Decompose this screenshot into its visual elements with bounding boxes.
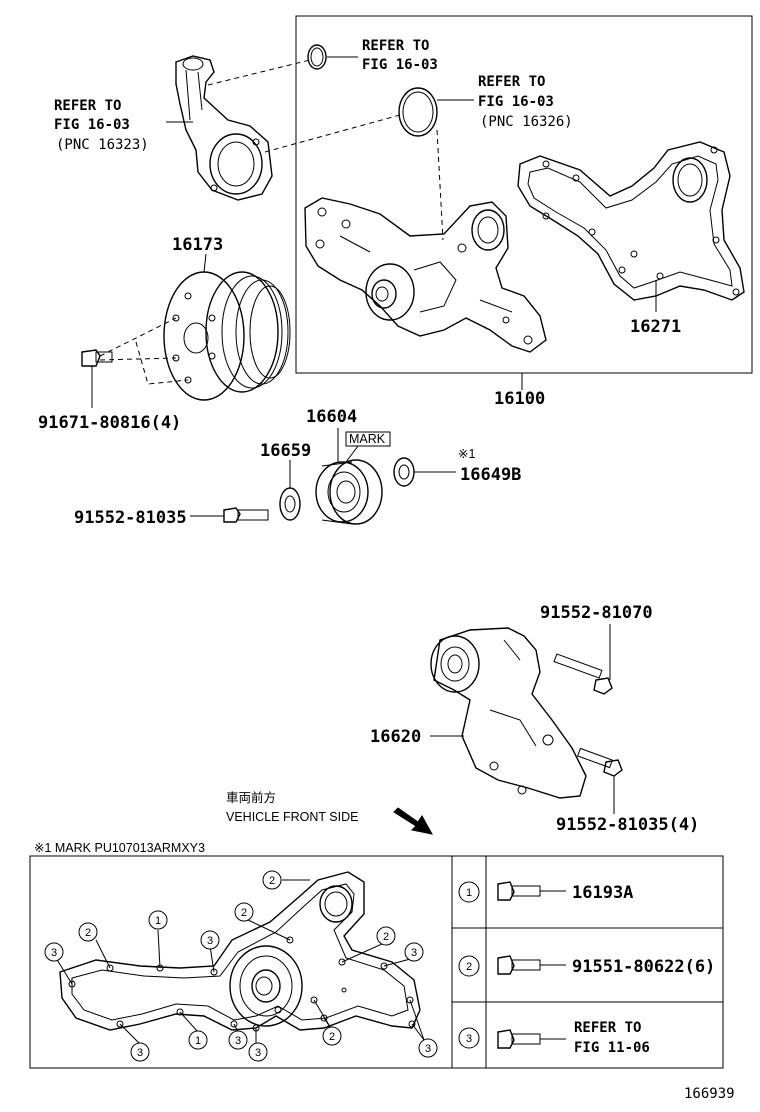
callout-3: 3 (248, 1042, 268, 1062)
vehicle-front-en: VEHICLE FRONT SIDE (226, 810, 358, 824)
svg-text:2: 2 (85, 927, 91, 939)
o-ring-large (398, 87, 438, 137)
svg-text:3: 3 (411, 947, 417, 959)
svg-text:2: 2 (241, 907, 247, 919)
callout-2: 2 (78, 922, 98, 942)
svg-text:3: 3 (137, 1047, 143, 1059)
pulley-bolt-label: 91671-80816(4) (38, 413, 181, 433)
vehicle-front-jp: 車両前方 (226, 790, 276, 805)
refer-left-line1: REFER TO (54, 98, 121, 114)
legend-2-part: 91551-80622(6) (572, 957, 715, 977)
cover-plate (279, 487, 301, 521)
svg-text:3: 3 (255, 1047, 261, 1059)
svg-text:1: 1 (155, 915, 161, 927)
legend-num-3: 3 (458, 1027, 480, 1049)
tensioner-bolt-bottom (577, 747, 623, 777)
water-inlet-housing (175, 55, 273, 201)
callout-layer: 2 2 1 3 2 3 2 3 1 3 3 2 3 3 (44, 870, 438, 1062)
callout-3: 3 (44, 942, 64, 962)
idler-label: 16604 (306, 407, 357, 427)
svg-text:2: 2 (269, 875, 275, 887)
tensioner-label: 16620 (370, 727, 421, 747)
cover-plate-b-label: 16649B (460, 465, 521, 485)
mark-note: ※1 MARK PU107013ARMXY3 (34, 841, 205, 855)
callout-3: 3 (200, 930, 220, 950)
refer-upper-line2: FIG 16-03 (362, 57, 438, 73)
legend-bolt-3 (497, 1029, 541, 1049)
callout-2: 2 (234, 902, 254, 922)
figure-number: 166939 (684, 1086, 735, 1102)
pulley-label: 16173 (172, 235, 223, 255)
callout-1: 1 (148, 910, 168, 930)
tensioner-bolt-bottom-label: 91552-81035(4) (556, 815, 699, 835)
water-pump-body (304, 197, 547, 353)
legend-bolt-1 (497, 881, 541, 901)
mark-box (345, 431, 391, 447)
water-pump-pulley (163, 271, 291, 401)
refer-upper-line1: REFER TO (362, 38, 429, 54)
svg-text:3: 3 (51, 947, 57, 959)
idler-mark-label: MARK (349, 432, 386, 446)
legend-num-2: 2 (458, 955, 480, 977)
legend-1-part: 16193A (572, 883, 633, 903)
callout-3: 3 (418, 1038, 438, 1058)
gasket-label: 16271 (630, 317, 681, 337)
pulley-bolt (81, 349, 113, 367)
refer-left-line2: FIG 16-03 (54, 117, 130, 133)
legend-bolt-2 (497, 955, 541, 975)
gasket (517, 141, 745, 301)
svg-text:2: 2 (466, 961, 472, 973)
refer-mid-line2: FIG 16-03 (478, 94, 554, 110)
svg-text:2: 2 (329, 1031, 335, 1043)
svg-text:3: 3 (207, 935, 213, 947)
callout-2: 2 (322, 1026, 342, 1046)
idler-pulley (315, 459, 383, 525)
svg-text:3: 3 (466, 1033, 472, 1045)
cover-plate-b (393, 457, 415, 487)
legend-3-line2: FIG 11-06 (574, 1040, 650, 1056)
refer-mid-line1: REFER TO (478, 74, 545, 90)
bolt-location-diagram (59, 871, 421, 1032)
tensioner-bolt-top-label: 91552-81070 (540, 603, 653, 623)
svg-text:1: 1 (466, 887, 472, 899)
svg-text:3: 3 (235, 1035, 241, 1047)
o-ring-small (307, 44, 327, 70)
callout-2: 2 (262, 870, 282, 890)
svg-text:3: 3 (425, 1043, 431, 1055)
callout-3: 3 (228, 1030, 248, 1050)
refer-left-line3: (PNC 16323) (56, 137, 149, 153)
bolt-location-table (29, 855, 724, 1069)
idler-bolt (223, 507, 269, 523)
water-pump-assy-frame (295, 15, 753, 374)
tensioner-bolt-top (553, 653, 613, 695)
refer-mid-line3: (PNC 16326) (480, 114, 573, 130)
v-belt-tensioner (430, 627, 587, 799)
legend-num-1: 1 (458, 881, 480, 903)
svg-text:2: 2 (383, 931, 389, 943)
svg-text:1: 1 (195, 1035, 201, 1047)
vehicle-front-arrow (393, 807, 433, 835)
callout-3: 3 (130, 1042, 150, 1062)
water-pump-assy-label: 16100 (494, 389, 545, 409)
cover-plate-label: 16659 (260, 441, 311, 461)
callout-3: 3 (404, 942, 424, 962)
callout-2: 2 (376, 926, 396, 946)
legend-3-line1: REFER TO (574, 1020, 641, 1036)
idler-bolt-label: 91552-81035 (74, 508, 187, 528)
note-marker: ※1 (458, 447, 475, 461)
callout-1: 1 (188, 1030, 208, 1050)
